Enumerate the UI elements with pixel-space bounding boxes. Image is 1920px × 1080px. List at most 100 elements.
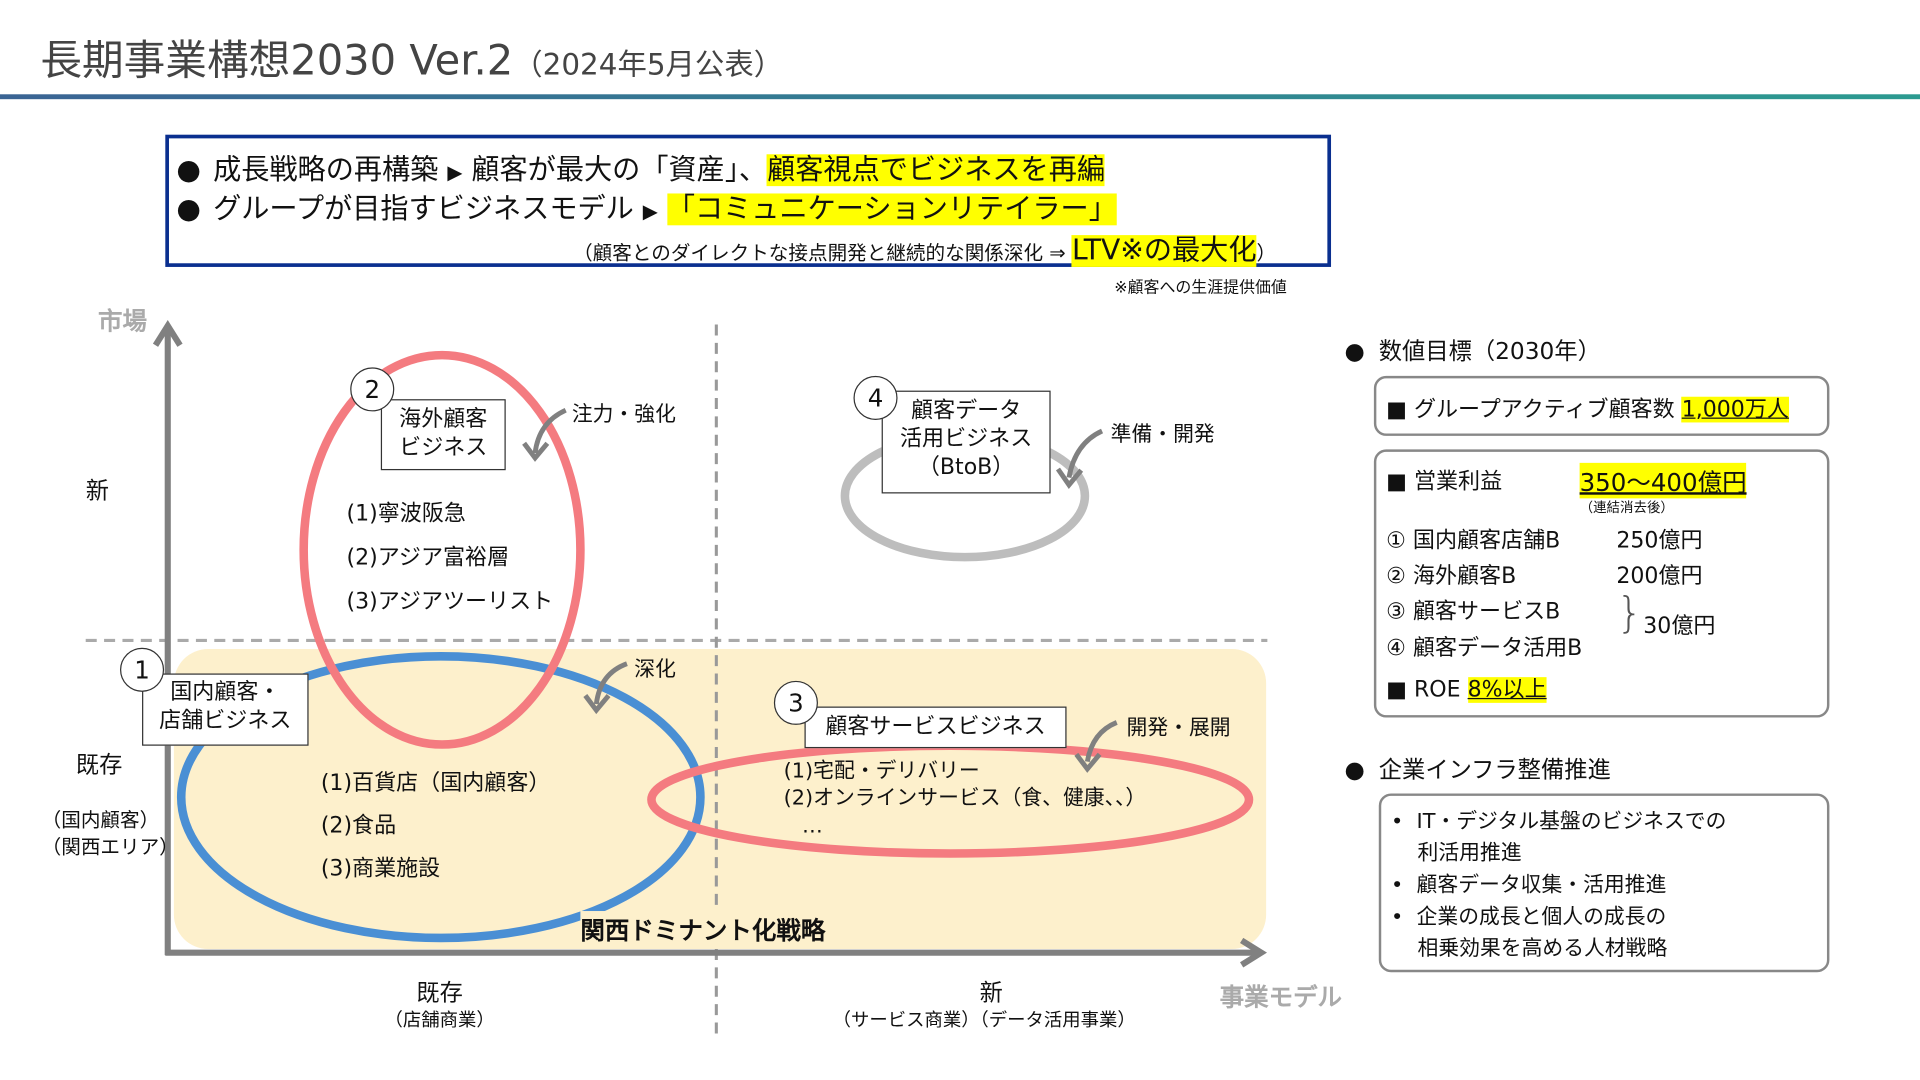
business-name: 海外顧客 (399, 406, 488, 433)
y-new-label: 新 (85, 477, 109, 505)
y-existing-label: 既存 (75, 751, 123, 779)
business-2-item: (2)アジア富裕層 (346, 544, 510, 571)
curved-arrows (522, 407, 1118, 773)
infra-item: • IT・デジタル基盤のビジネスでの 利活用推進 (1391, 809, 1727, 866)
y-axis-label: 市場 (97, 306, 147, 336)
business-name: 店舗ビジネス (159, 707, 292, 734)
profit-row-label: ② 海外顧客B (1386, 563, 1517, 589)
business-1-number: 1 (120, 647, 165, 692)
business-3-item: … (802, 814, 823, 839)
strategy-label: 関西ドミナント化戦略 (580, 911, 826, 947)
x-new-sub: （サービス商業）（データ活用事業） (832, 1008, 1136, 1032)
customer-target-value: 1,000万人 (1681, 396, 1789, 423)
business-3-item: (1)宅配・デリバリー (783, 759, 980, 784)
bullet: ● (176, 154, 201, 187)
roe-label: ■ ROE (1386, 677, 1461, 703)
business-1-action: 深化 (634, 657, 676, 683)
strategy-message-box: ● 成長戦略の再構築 ▶ 顧客が最大の「資産」、顧客視点でビジネスを再編 ● グルー… (165, 134, 1332, 269)
targets-heading-text: 数値目標（2030年） (1378, 337, 1601, 365)
arrow-1-icon (593, 661, 628, 705)
business-1-box: 国内顧客・店舗ビジネス (142, 673, 309, 746)
y-existing-sub: （国内顧客） (41, 808, 160, 832)
triangle-arrow-icon: ▶ (642, 199, 658, 223)
message-text: 顧客が最大の「資産」、 (471, 154, 768, 187)
profit-row-label: ④ 顧客データ活用B (1386, 635, 1583, 662)
arrow-4-icon (1066, 428, 1104, 479)
business-3-box: 顧客サービスビジネス (804, 706, 1067, 749)
message-text: グループが目指すビジネスモデル (213, 193, 634, 226)
message-text: ） (1256, 241, 1277, 265)
business-name: 顧客サービスビジネス (825, 713, 1046, 740)
infra-text: 企業の成長と個人の成長の (1416, 904, 1667, 930)
bullet: ● (176, 193, 201, 226)
message-text: （顧客とのダイレクトな接点開発と継続的な関係深化 ⇒ (573, 241, 1072, 265)
customer-target: ■ グループアクティブ顧客数 1,000万人 (1386, 392, 1789, 424)
x-axis-label: 事業モデル (1219, 982, 1343, 1012)
customer-target-label: ■ グループアクティブ顧客数 (1386, 396, 1675, 423)
profit-value: 350～400億円 (1579, 462, 1747, 499)
business-1-item: (3)商業施設 (320, 855, 441, 882)
message-text: 成長戦略の再構築 (213, 154, 439, 187)
brace-icon: } (1616, 588, 1643, 638)
business-1-item: (1)百貨店（国内顧客） (320, 770, 551, 796)
business-4-number: 4 (853, 375, 898, 421)
bullet-icon: ● (1344, 756, 1365, 784)
profit-row-value: 200億円 (1616, 563, 1703, 589)
profit-row-label: ③ 顧客サービスB (1386, 598, 1561, 625)
infra-heading: ● 企業インフラ整備推進 (1345, 752, 1611, 785)
business-name: 顧客データ (911, 397, 1022, 424)
business-name: （BtoB） (917, 454, 1015, 481)
arrow-3-icon (1084, 720, 1118, 763)
infra-box: • IT・デジタル基盤のビジネスでの 利活用推進 • 顧客データ収集・活用推進 … (1378, 793, 1830, 973)
arrow-2-icon (532, 407, 567, 454)
infra-heading-text: 企業インフラ整備推進 (1378, 756, 1611, 784)
business-2-action: 注力・強化 (571, 402, 676, 428)
message-highlight: 顧客視点でビジネスを再編 (767, 154, 1106, 187)
infra-item: • 企業の成長と個人の成長の 相乗効果を高める人材戦略 (1391, 904, 1668, 962)
business-name: ビジネス (399, 434, 488, 461)
page-title: 長期事業構想2030 Ver.2（2024年5月公表） (40, 27, 783, 87)
profit-row-value: 250億円 (1616, 527, 1703, 554)
business-3-item: (2)オンラインサービス（食、健康、、） (783, 786, 1147, 811)
profit-combined-value: 30億円 (1643, 613, 1716, 640)
customer-target-box: ■ グループアクティブ顧客数 1,000万人 (1373, 375, 1830, 436)
business-1-item: (2)食品 (320, 813, 397, 839)
roe-value: 8%以上 (1467, 677, 1547, 703)
title-main: 長期事業構想2030 Ver.2 (40, 36, 514, 86)
business-2-item: (3)アジアツーリスト (346, 588, 554, 615)
x-existing-sub: （店舗商業） (384, 1008, 495, 1032)
business-name: 活用ビジネス (900, 426, 1033, 452)
profit-row-label: ① 国内顧客店舗B (1386, 527, 1561, 554)
x-axis-arrow-icon (1240, 937, 1268, 968)
y-existing-sub: （関西エリア） (41, 835, 179, 859)
business-4-box: 顧客データ活用ビジネス（BtoB） (881, 390, 1051, 494)
y-axis-arrow-icon (152, 319, 183, 347)
profit-label: ■ 営業利益 (1386, 468, 1503, 495)
business-2-ellipse (299, 350, 585, 749)
infra-text: IT・デジタル基盤のビジネスでの (1416, 809, 1727, 834)
infra-text: 顧客データ収集・活用推進 (1416, 873, 1667, 898)
x-new-label: 新 (979, 979, 1003, 1007)
profit-target-box: ■ 営業利益 350～400億円 （連結消去後） ① 国内顧客店舗B 250億円… (1373, 449, 1830, 718)
infra-item: • 顧客データ収集・活用推進 (1391, 873, 1667, 898)
business-2-number: 2 (350, 367, 395, 412)
footnote: ※顧客への生涯提供価値 (1114, 279, 1287, 298)
title-sub: （2024年5月公表） (513, 47, 784, 83)
infra-text: 相乗効果を高める人材戦略 (1417, 936, 1668, 962)
business-3-action: 開発・展開 (1126, 716, 1231, 741)
business-2-box: 海外顧客ビジネス (380, 399, 506, 471)
business-2-item: (1)寧波阪急 (346, 500, 466, 527)
bullet-icon: ● (1344, 337, 1365, 365)
ltv-highlight: LTV※の最大化 (1071, 235, 1257, 267)
header-divider (0, 94, 1920, 100)
business-3-number: 3 (773, 680, 818, 725)
x-existing-label: 既存 (416, 979, 463, 1007)
message-line-1: ● 成長戦略の再構築 ▶ 顧客が最大の「資産」、顧客視点でビジネスを再編 (176, 146, 1106, 188)
message-line-2: ●グループが目指すビジネスモデル ▶ 「コミュニケーションリテイラー」 (176, 185, 1117, 227)
business-name: 国内顧客・ (170, 679, 281, 706)
roe-target: ■ ROE 8%以上 (1386, 672, 1547, 704)
targets-heading: ● 数値目標（2030年） (1345, 333, 1601, 366)
message-line-3: （顧客とのダイレクトな接点開発と継続的な関係深化 ⇒ LTV※の最大化） (573, 227, 1276, 269)
profit-note: （連結消去後） (1579, 499, 1674, 516)
triangle-arrow-icon: ▶ (447, 160, 463, 184)
